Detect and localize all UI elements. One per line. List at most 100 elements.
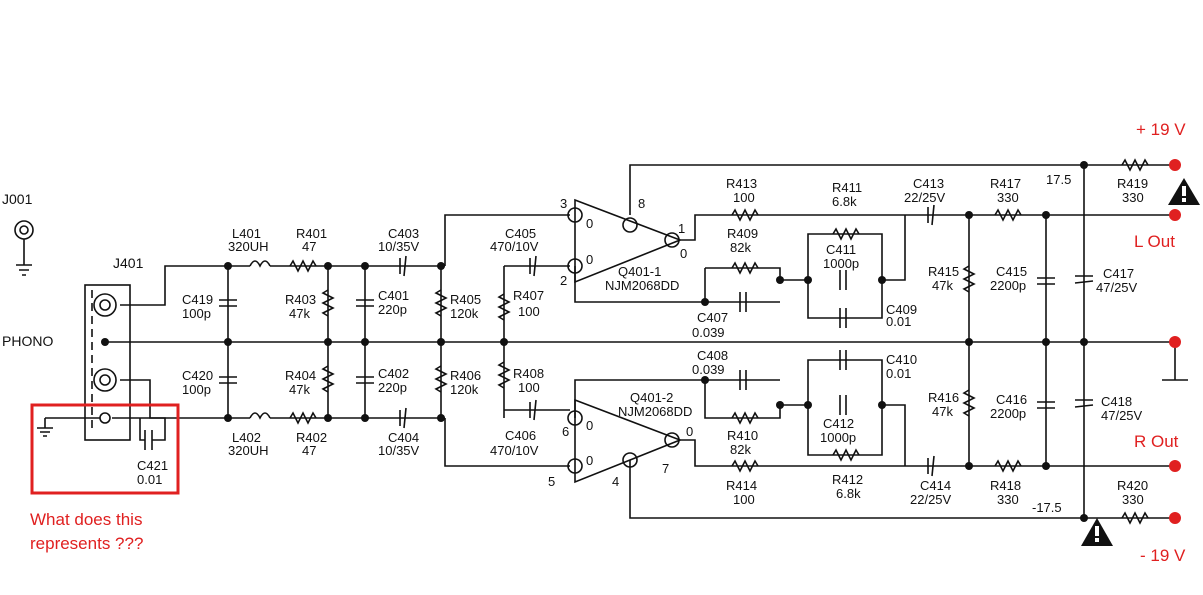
resistor-r411: R411 6.8k xyxy=(832,180,862,241)
svg-text:R410: R410 xyxy=(727,428,758,443)
resistor-r408: R408 100 xyxy=(497,361,544,395)
neg-rail-label: - 19 V xyxy=(1140,546,1186,565)
svg-text:8: 8 xyxy=(638,196,645,211)
resistor-r412: R412 6.8k xyxy=(832,448,863,501)
inductor-l402: L402 320UH xyxy=(228,412,271,458)
svg-text:2: 2 xyxy=(560,273,567,288)
svg-text:C416: C416 xyxy=(996,392,1027,407)
svg-text:0.01: 0.01 xyxy=(886,314,911,329)
r-out-label: R Out xyxy=(1134,432,1179,451)
c421-capacitor: C421 0.01 xyxy=(112,417,168,487)
capacitor-c405: C405 470/10V xyxy=(490,226,539,277)
l-out-terminal xyxy=(1169,209,1181,221)
warning-icon xyxy=(1081,518,1113,546)
capacitor-c412: C412 1000p xyxy=(820,395,856,445)
svg-text:L401: L401 xyxy=(232,226,261,241)
resistor-r413: R413 100 xyxy=(726,176,759,222)
neg-node-label: -17.5 xyxy=(1032,500,1062,515)
svg-text:R406: R406 xyxy=(450,368,481,383)
svg-text:NJM2068DD: NJM2068DD xyxy=(618,404,692,419)
svg-text:R408: R408 xyxy=(513,366,544,381)
svg-text:R407: R407 xyxy=(513,288,544,303)
svg-text:22/25V: 22/25V xyxy=(910,492,952,507)
l-out-label: L Out xyxy=(1134,232,1175,251)
svg-text:47: 47 xyxy=(302,443,316,458)
svg-text:220p: 220p xyxy=(378,302,407,317)
resistor-r409: R409 82k xyxy=(727,226,759,275)
svg-text:NJM2068DD: NJM2068DD xyxy=(605,278,679,293)
svg-text:R415: R415 xyxy=(928,264,959,279)
svg-text:320UH: 320UH xyxy=(228,239,268,254)
svg-text:C420: C420 xyxy=(182,368,213,383)
resistor-r402: R402 47 xyxy=(289,411,327,458)
svg-text:4: 4 xyxy=(612,474,619,489)
svg-text:Q401-2: Q401-2 xyxy=(630,390,673,405)
capacitor-c410: C410 0.01 xyxy=(839,350,917,381)
svg-text:L402: L402 xyxy=(232,430,261,445)
svg-text:10/35V: 10/35V xyxy=(378,443,420,458)
capacitor-c417: C417 47/25V xyxy=(1074,266,1138,295)
question-highlight-box xyxy=(30,403,180,495)
svg-text:C405: C405 xyxy=(505,226,536,241)
svg-text:C417: C417 xyxy=(1103,266,1134,281)
junction-dots xyxy=(101,161,1088,522)
svg-text:C415: C415 xyxy=(996,264,1027,279)
svg-text:0: 0 xyxy=(680,246,687,261)
capacitor-c413: C413 22/25V xyxy=(904,176,946,226)
svg-text:C404: C404 xyxy=(388,430,419,445)
svg-text:120k: 120k xyxy=(450,306,479,321)
svg-text:C406: C406 xyxy=(505,428,536,443)
svg-text:100: 100 xyxy=(518,380,540,395)
svg-text:100: 100 xyxy=(518,304,540,319)
svg-text:220p: 220p xyxy=(378,380,407,395)
r-out-terminal xyxy=(1169,460,1181,472)
svg-text:0.01: 0.01 xyxy=(886,366,911,381)
svg-text:0.039: 0.039 xyxy=(692,362,725,377)
pos-rail-terminal xyxy=(1169,159,1181,171)
svg-text:330: 330 xyxy=(1122,190,1144,205)
phono-label: PHONO xyxy=(2,333,53,349)
svg-text:6.8k: 6.8k xyxy=(836,486,861,501)
svg-text:0: 0 xyxy=(586,418,593,433)
svg-text:22/25V: 22/25V xyxy=(904,190,946,205)
svg-text:0: 0 xyxy=(586,216,593,231)
svg-text:C407: C407 xyxy=(697,310,728,325)
svg-text:R412: R412 xyxy=(832,472,863,487)
svg-text:1: 1 xyxy=(678,221,685,236)
svg-text:R417: R417 xyxy=(990,176,1021,191)
capacitor-c415: C415 2200p xyxy=(990,264,1055,293)
opamp-q401-1: 3 2 8 1 0 0 0 Q401-1 NJM2068DD xyxy=(560,196,687,293)
svg-text:47k: 47k xyxy=(289,306,310,321)
pos-node-label: 17.5 xyxy=(1046,172,1071,187)
svg-text:Q401-1: Q401-1 xyxy=(618,264,661,279)
svg-text:47/25V: 47/25V xyxy=(1096,280,1138,295)
svg-text:330: 330 xyxy=(997,190,1019,205)
svg-text:330: 330 xyxy=(1122,492,1144,507)
svg-text:C402: C402 xyxy=(378,366,409,381)
svg-text:0: 0 xyxy=(586,252,593,267)
capacitor-c411: C411 1000p xyxy=(823,242,859,290)
capacitor-c402: C402 220p xyxy=(356,366,409,395)
capacitor-c419: C419 100p xyxy=(182,292,237,321)
svg-text:R414: R414 xyxy=(726,478,757,493)
svg-text:6: 6 xyxy=(562,424,569,439)
svg-text:R419: R419 xyxy=(1117,176,1148,191)
resistor-r401: R401 47 xyxy=(289,226,327,273)
svg-text:47k: 47k xyxy=(289,382,310,397)
j001-label: J001 xyxy=(2,191,33,207)
svg-text:100: 100 xyxy=(733,190,755,205)
svg-text:0.039: 0.039 xyxy=(692,325,725,340)
opamp-q401-2: 6 5 4 7 0 0 0 Q401-2 NJM2068DD xyxy=(548,390,693,489)
svg-text:320UH: 320UH xyxy=(228,443,268,458)
svg-text:C403: C403 xyxy=(388,226,419,241)
capacitor-c418: C418 47/25V xyxy=(1074,394,1143,423)
capacitor-c414: C414 22/25V xyxy=(910,455,952,507)
wires xyxy=(105,164,1188,519)
capacitor-c407: C407 0.039 xyxy=(692,292,747,340)
svg-text:0.01: 0.01 xyxy=(137,472,162,487)
svg-text:C421: C421 xyxy=(137,458,168,473)
resistor-r404: R404 47k xyxy=(285,365,335,397)
resistor-r417: R417 330 xyxy=(990,176,1022,222)
svg-text:C411: C411 xyxy=(826,242,856,257)
